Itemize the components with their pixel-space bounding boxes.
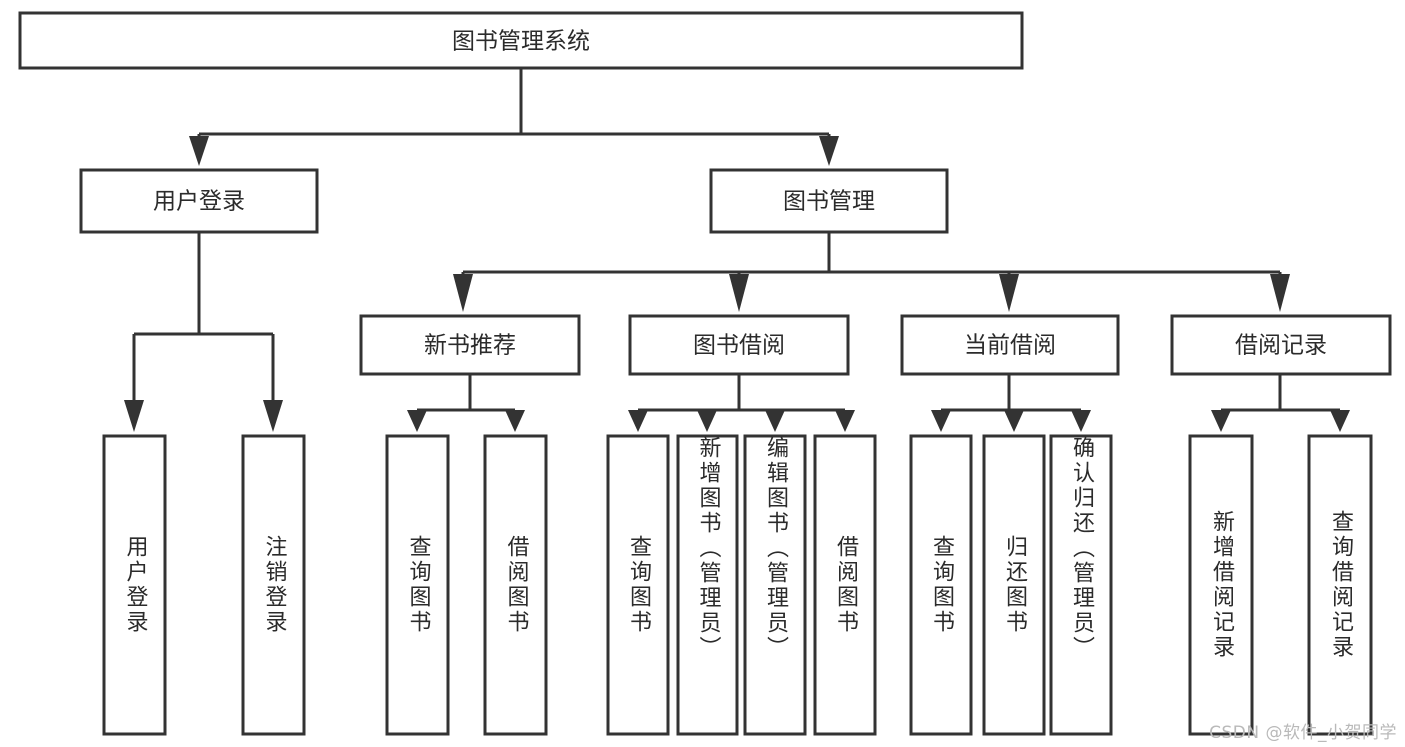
arrowhead-user-login (189, 136, 209, 166)
leaf-box-add-record[interactable] (1188, 434, 1254, 736)
arrowhead-bb-leaf2 (697, 410, 717, 432)
leaf-box-confirm-return[interactable] (1049, 434, 1113, 736)
node-root-box[interactable] (18, 11, 1024, 70)
arrowhead-ul-leaf2 (263, 400, 283, 432)
leaf-box-logout[interactable] (241, 434, 306, 736)
arrowhead-nb-leaf2 (505, 410, 525, 432)
node-root-label: 图书管理系统 (452, 29, 590, 55)
arrowhead-br-leaf1 (1211, 410, 1231, 432)
arrowhead-ul-leaf1 (124, 400, 144, 432)
node-book-mgmt-label: 图书管理 (783, 189, 875, 215)
arrowhead-current-borrow (999, 274, 1019, 312)
node-book-mgmt-box[interactable] (709, 168, 949, 234)
leaf-box-borrow-book-bb[interactable] (813, 434, 877, 736)
leaf-box-query-book-cb[interactable] (909, 434, 973, 736)
arrowhead-nb-leaf1 (407, 410, 427, 432)
arrowhead-book-mgmt (819, 136, 839, 166)
node-current-borrow-label: 当前借阅 (964, 333, 1056, 359)
leaf-box-query-record[interactable] (1307, 434, 1373, 736)
node-user-login-label: 用户登录 (153, 189, 245, 215)
arrowhead-bb-leaf4 (835, 410, 855, 432)
arrowhead-cb-leaf3 (1071, 410, 1091, 432)
node-borrow-record-label: 借阅记录 (1235, 333, 1327, 359)
arrowhead-bb-leaf1 (628, 410, 648, 432)
node-new-book-label: 新书推荐 (424, 333, 516, 359)
arrowhead-new-book (453, 274, 473, 312)
leaf-box-user-login[interactable] (102, 434, 167, 736)
arrowhead-book-borrow (729, 274, 749, 312)
leaf-box-edit-book[interactable] (743, 434, 807, 736)
arrowhead-bb-leaf3 (765, 410, 785, 432)
leaf-box-add-book[interactable] (676, 434, 739, 736)
node-layer: 图书管理系统 用户登录 图书管理 新书推荐 图书借阅 当前借阅 借阅记录 (18, 11, 1392, 736)
arrowhead-cb-leaf2 (1004, 410, 1024, 432)
node-user-login-box[interactable] (79, 168, 319, 234)
leaf-box-query-book-bb[interactable] (606, 434, 670, 736)
node-current-borrow-box[interactable] (900, 314, 1120, 376)
connector-layer (124, 68, 1350, 432)
arrowhead-br-leaf2 (1330, 410, 1350, 432)
leaf-box-query-book-nb[interactable] (385, 434, 450, 736)
node-borrow-record-box[interactable] (1170, 314, 1392, 376)
node-book-borrow-label: 图书借阅 (693, 333, 785, 359)
arrowhead-cb-leaf1 (931, 410, 951, 432)
node-book-borrow-box[interactable] (628, 314, 850, 376)
leaf-box-borrow-book-nb[interactable] (483, 434, 548, 736)
leaf-box-return-book[interactable] (982, 434, 1046, 736)
csdn-watermark: CSDN @软件_小贺同学 (1209, 723, 1397, 743)
node-new-book-box[interactable] (359, 314, 581, 376)
arrowhead-borrow-record (1270, 274, 1290, 312)
